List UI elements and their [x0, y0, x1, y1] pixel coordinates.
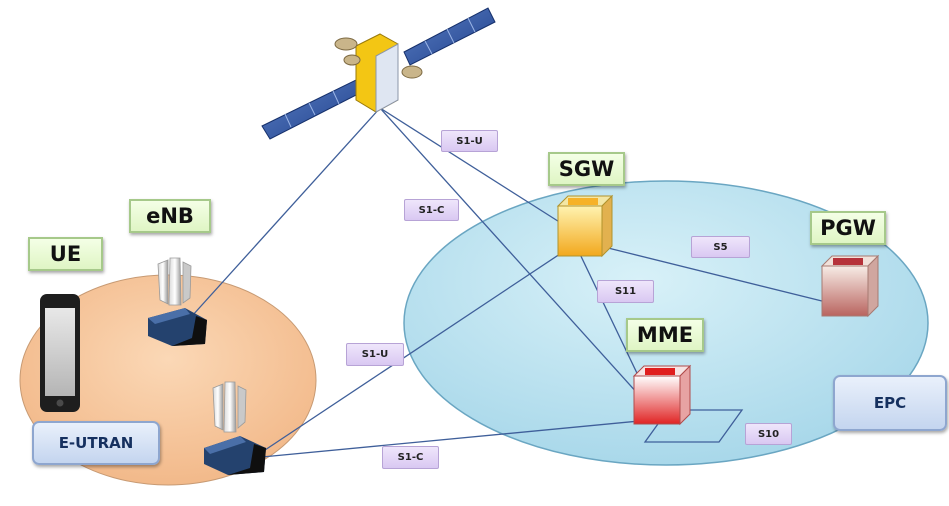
interface-label-s1c-bottom: S1-C	[382, 446, 439, 469]
s10-loop	[643, 409, 744, 443]
link-satellite-sgw	[379, 107, 573, 231]
pgw-label: PGW	[810, 211, 886, 245]
ue-label: UE	[28, 237, 103, 271]
antenna-icon	[148, 257, 207, 346]
interface-label-s1c-top: S1-C	[404, 199, 459, 221]
gateway-box-icon	[632, 364, 692, 426]
link-enb-mme	[261, 419, 651, 458]
satellite-icon	[261, 7, 496, 140]
interface-label-s5: S5	[691, 236, 750, 258]
gateway-box-icon	[556, 194, 614, 258]
epc-region-label: EPC	[833, 375, 947, 431]
smartphone-icon	[40, 294, 80, 412]
link-enb-sgw	[261, 245, 573, 453]
link-satellite-mme	[379, 107, 658, 416]
interface-label-s11: S11	[597, 280, 654, 303]
enb-label: eNB	[129, 199, 211, 233]
eutran-region-label: E-UTRAN	[32, 421, 160, 465]
interface-label-s1u-top: S1-U	[441, 130, 498, 152]
link-satellite-enb	[191, 107, 381, 317]
link-lines	[191, 107, 831, 458]
link-sgw-pgw	[599, 245, 831, 304]
sgw-label: SGW	[548, 152, 625, 186]
interface-label-s10: S10	[745, 423, 792, 445]
mme-label: MME	[626, 318, 704, 352]
antenna-icon	[204, 381, 266, 475]
interface-label-s1u-mid: S1-U	[346, 343, 404, 366]
gateway-box-icon	[820, 254, 880, 318]
